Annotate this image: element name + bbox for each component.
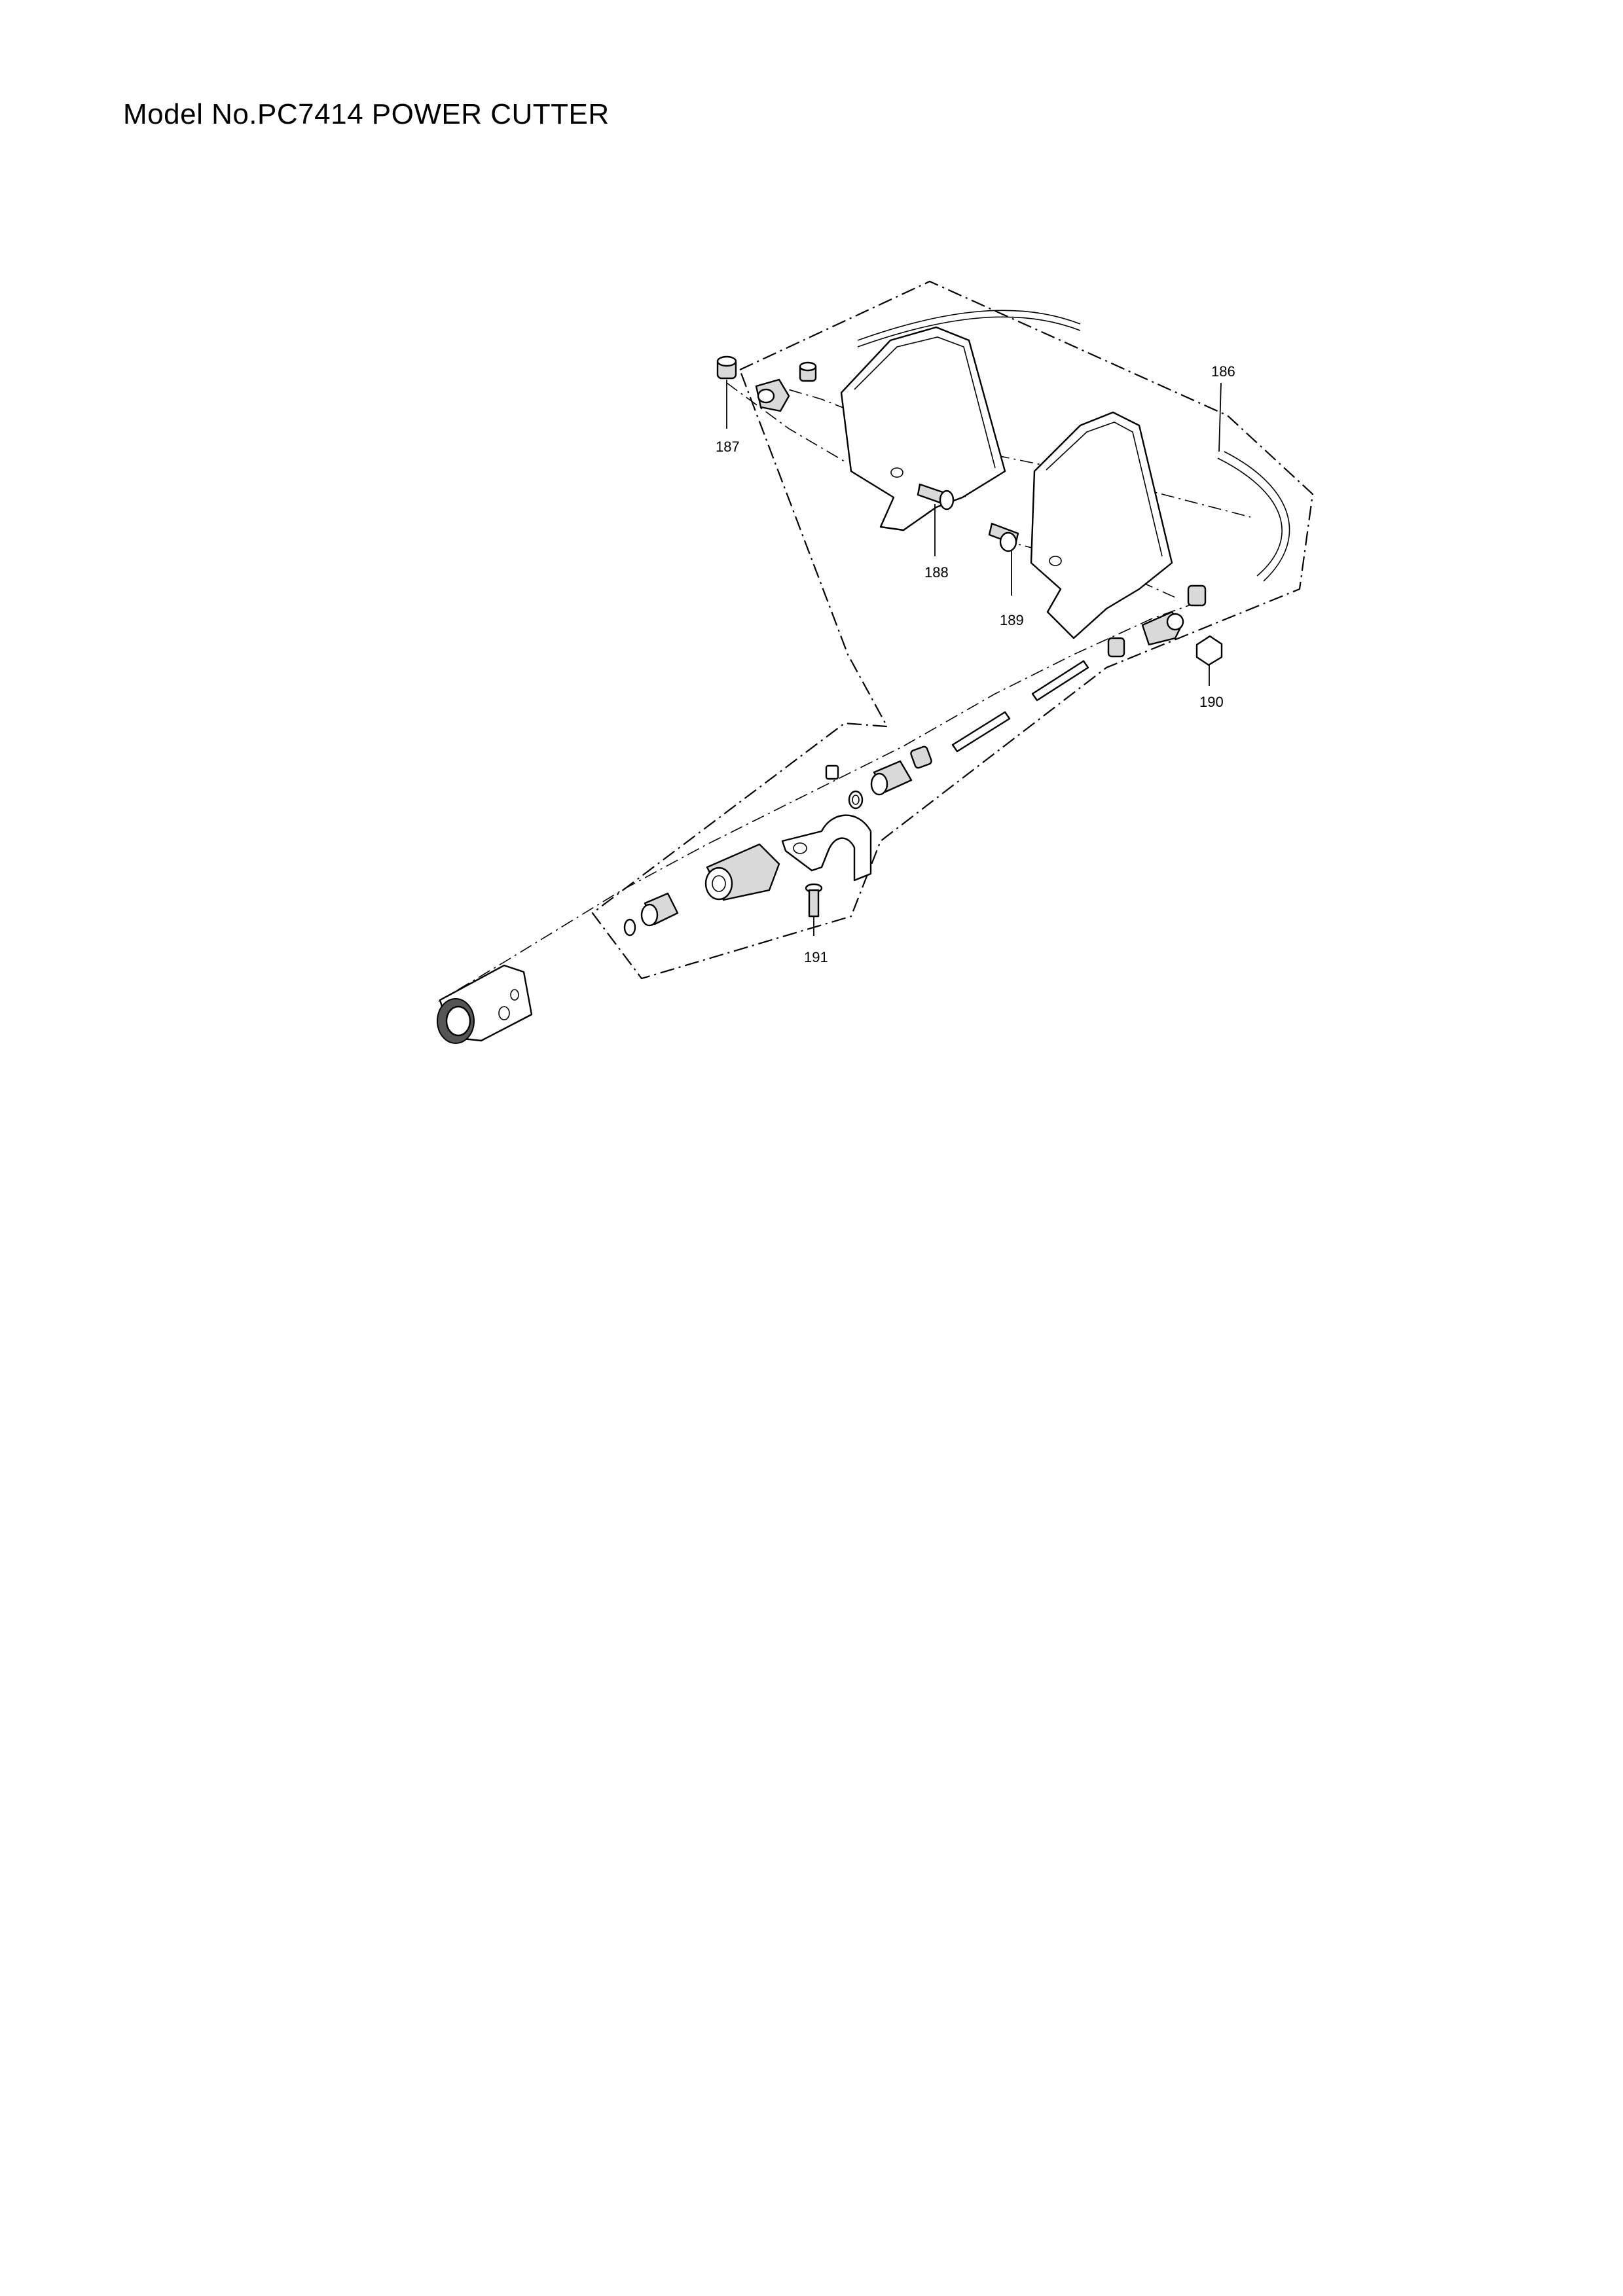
- hose-part: [857, 310, 1081, 341]
- screw-part-188: [917, 483, 955, 511]
- guard-panel: [1030, 411, 1173, 639]
- axis-line: [765, 382, 1251, 518]
- axis-line: [726, 382, 845, 462]
- screw-part-189: [988, 522, 1019, 552]
- t-joint-fitting: [1107, 584, 1207, 658]
- page-title: Model No.PC7414 POWER CUTTER: [123, 98, 610, 130]
- guard-panel-detail: [1046, 422, 1163, 557]
- guard-hole: [890, 467, 903, 478]
- hose-connector: [437, 964, 533, 1044]
- tube-part: [951, 711, 1011, 753]
- o-ring-part: [623, 918, 636, 937]
- callout-186: 186: [1211, 363, 1235, 380]
- tube-part: [1031, 660, 1089, 702]
- washer-part: [848, 790, 864, 810]
- small-nut-part: [825, 764, 839, 780]
- guard-panel-detail: [854, 336, 996, 469]
- callout-191: 191: [804, 949, 828, 965]
- fitting-part: [799, 361, 817, 382]
- nut-part-187: [716, 355, 737, 380]
- callout-188: 188: [924, 564, 949, 581]
- fitting-part: [755, 378, 790, 412]
- hose-part: [1217, 457, 1283, 577]
- nipple-part: [640, 892, 679, 927]
- cap-part-190: [1195, 635, 1223, 666]
- guard-panel: [840, 326, 1006, 531]
- callout-187: 187: [716, 439, 740, 455]
- bolt-part-191: [805, 883, 823, 918]
- callout-leader: [1218, 382, 1222, 452]
- guard-hole: [1049, 556, 1062, 566]
- clamp-bracket: [781, 814, 872, 882]
- assembly-outline: [591, 280, 1314, 980]
- hose-part: [857, 316, 1081, 348]
- axis-line: [438, 601, 1199, 1002]
- valve-body: [704, 843, 780, 901]
- hose-part: [1224, 451, 1290, 582]
- callout-190: 190: [1199, 694, 1224, 710]
- coupling-part: [910, 745, 932, 769]
- callout-189: 189: [1000, 612, 1024, 628]
- coupling-part: [870, 760, 913, 796]
